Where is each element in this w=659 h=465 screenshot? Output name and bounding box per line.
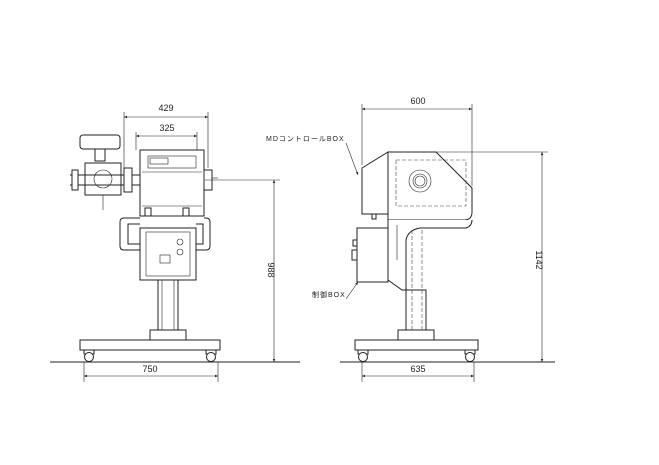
side-view: 600 635 1142 MDコントロールBOX 制御BOX xyxy=(266,96,555,382)
dim-635: 635 xyxy=(410,364,425,374)
caster xyxy=(205,349,217,362)
md-control-box xyxy=(361,151,389,215)
ball-valve xyxy=(84,162,122,196)
valve-actuator xyxy=(79,134,121,150)
dim-1142: 1142 xyxy=(534,250,544,269)
caster xyxy=(357,349,369,362)
label-md-control-box: MDコントロールBOX xyxy=(266,135,345,143)
control-box xyxy=(139,227,197,281)
label-control-box: 制御BOX xyxy=(312,290,346,299)
column xyxy=(157,279,179,337)
base xyxy=(79,339,221,351)
control-box xyxy=(356,227,389,283)
caster xyxy=(464,349,476,362)
dim-325: 325 xyxy=(159,123,174,133)
actuator-stem xyxy=(94,148,106,162)
detector-head xyxy=(139,149,205,217)
dim-600: 600 xyxy=(410,96,425,106)
column xyxy=(405,289,427,337)
front-view: 429 325 750 988 xyxy=(50,103,300,382)
dim-750: 750 xyxy=(142,364,157,374)
dim-429: 429 xyxy=(158,103,173,113)
dim-988: 988 xyxy=(266,262,276,277)
base xyxy=(354,339,479,351)
caster xyxy=(83,349,95,362)
